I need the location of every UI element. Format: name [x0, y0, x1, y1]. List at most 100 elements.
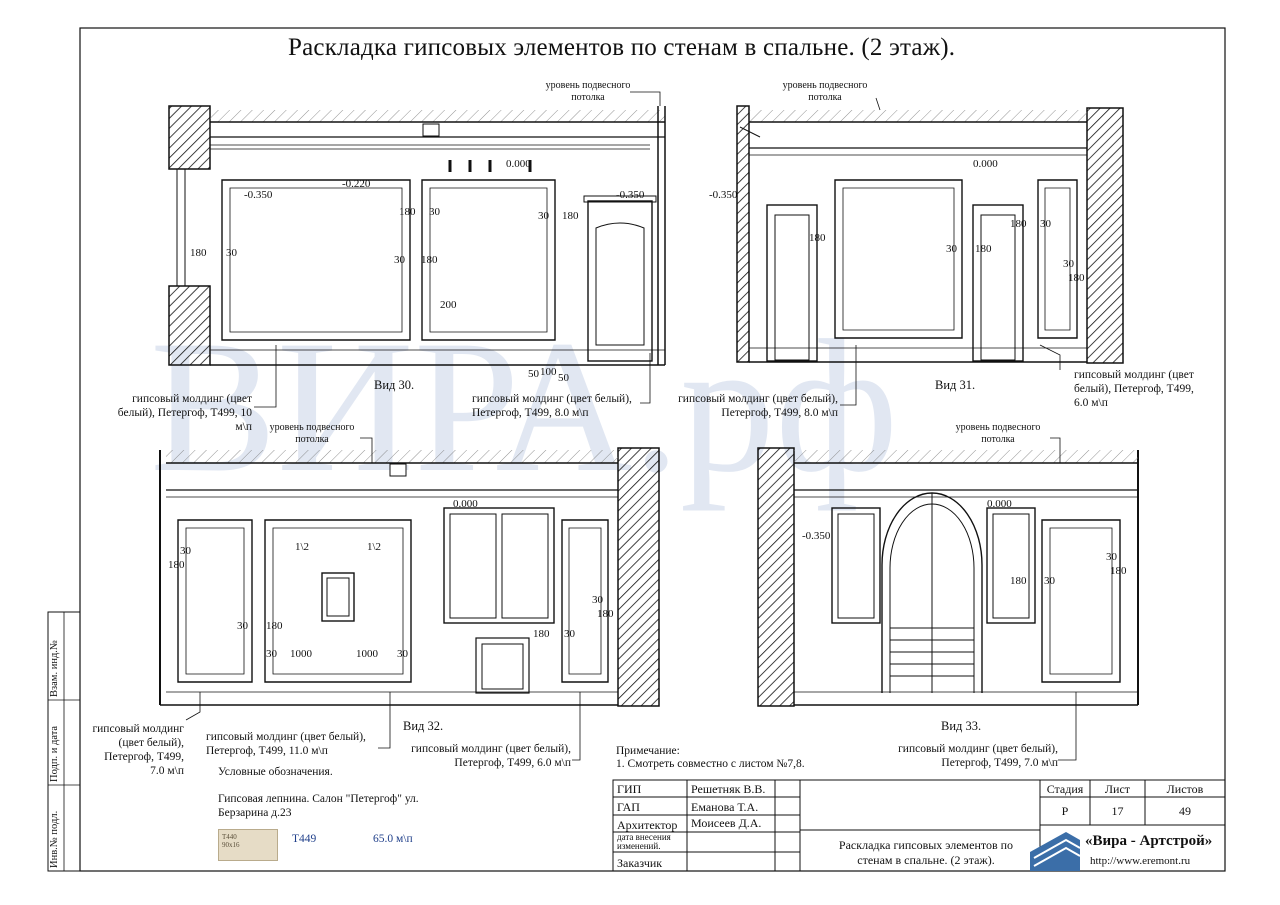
dim-label: 180	[597, 608, 614, 620]
dim-label: 1000	[290, 648, 312, 660]
dim-label: 180	[421, 254, 438, 266]
dim-label: 30	[538, 210, 549, 222]
legend-item-qty: 65.0 м\п	[373, 833, 413, 845]
note-heading: Примечание:	[616, 745, 680, 757]
dim-label: 180	[190, 247, 207, 259]
tb-caption: Раскладка гипсовых элементов по стенам в…	[838, 838, 1014, 867]
tb-role: ГИП	[617, 782, 642, 796]
tb-name: Решетняк В.В.	[691, 782, 766, 796]
level-mark: 0.000	[506, 158, 531, 170]
dim-label: 30	[397, 648, 408, 660]
dim-label: 30	[429, 206, 440, 218]
dim-label: 50	[558, 372, 569, 384]
dim-label: 180	[168, 559, 185, 571]
dim-label: 180	[809, 232, 826, 244]
dim-label: 30	[1063, 258, 1074, 270]
dim-label: 180	[533, 628, 550, 640]
level-mark: 0.000	[973, 158, 998, 170]
dim-label: 180	[399, 206, 416, 218]
view-label-31: Вид 31.	[935, 378, 976, 392]
ceiling-label-view30: уровень подвесного потолка	[545, 80, 631, 103]
view-label-30: Вид 30.	[374, 378, 415, 392]
callout-view32-center: гипсовый молдинг (цвет белый), Петергоф,…	[206, 731, 366, 757]
side-stamp-sign-date: Подп. и дата	[49, 725, 60, 782]
view-31-drawing	[736, 105, 1124, 364]
dim-label: 50	[528, 368, 539, 380]
view-32-drawing	[159, 447, 660, 707]
company-url: http://www.eremont.ru	[1090, 855, 1191, 867]
note-text: 1. Смотреть совместно с листом №7,8.	[616, 758, 805, 770]
legend-heading: Условные обозначения.	[218, 766, 333, 778]
side-stamp-replace: Взам. инд.№	[49, 640, 60, 697]
dim-label: 30	[237, 620, 248, 632]
dim-label: 100	[540, 366, 557, 378]
dim-label: 200	[440, 299, 457, 311]
dim-label: 180	[1010, 218, 1027, 230]
level-mark: -0.350	[244, 189, 273, 201]
ceiling-label-view32: уровень подвесного потолка	[269, 422, 355, 445]
level-mark: 0.000	[453, 498, 478, 510]
level-mark: -0.350	[709, 189, 738, 201]
legend-source: Гипсовая лепнина. Салон "Петергоф" ул. Б…	[218, 793, 419, 819]
side-stamp-inventory: Инв.№ подл.	[49, 810, 60, 868]
tb-sheet-header: Лист	[1104, 782, 1131, 796]
callout-view30-right: гипсовый молдинг (цвет белый), Петергоф,…	[472, 393, 632, 419]
level-mark: -0.350	[802, 530, 831, 542]
dim-label: 180	[1068, 272, 1085, 284]
title-block-frame	[612, 779, 1226, 872]
dim-label: 30	[1040, 218, 1051, 230]
company-name: «Вира - Артстрой»	[1085, 833, 1213, 849]
view-30-drawing	[168, 105, 666, 366]
leader-lines	[185, 91, 1077, 761]
ceiling-label-view33: уровень подвесного потолка	[955, 422, 1041, 445]
view-label-32: Вид 32.	[403, 719, 444, 733]
callout-view31-right: гипсовый молдинг (цвет белый), Петергоф,…	[1074, 369, 1194, 409]
dim-label: 30	[592, 594, 603, 606]
company-logo	[1030, 832, 1081, 871]
page-title: Раскладка гипсовых элементов по стенам в…	[288, 34, 956, 61]
level-mark: -0.350	[616, 189, 645, 201]
dim-label: 30	[266, 648, 277, 660]
molding-swatch: Т440 90x16	[218, 829, 278, 861]
dim-label: 30	[1044, 575, 1055, 587]
tb-sheets-header: Листов	[1166, 782, 1204, 796]
tb-sheet: 17	[1111, 804, 1124, 818]
callout-view31-left: гипсовый молдинг (цвет белый), Петергоф,…	[678, 393, 838, 419]
dim-label: 30	[180, 545, 191, 557]
dim-label: 30	[226, 247, 237, 259]
dim-label: 30	[564, 628, 575, 640]
level-mark: -0.220	[342, 178, 371, 190]
tb-role: дата внесения изменений.	[617, 832, 671, 851]
ceiling-label-view31: уровень подвесного потолка	[782, 80, 868, 103]
dim-label: 1000	[356, 648, 378, 660]
level-mark: 0.000	[987, 498, 1012, 510]
tb-name: Моисеев Д.А.	[691, 816, 762, 830]
view-label-33: Вид 33.	[941, 719, 982, 733]
dim-label: 30	[394, 254, 405, 266]
tb-stage-header: Стадия	[1046, 782, 1084, 796]
tb-role: Заказчик	[617, 856, 663, 870]
view-33-drawing	[757, 447, 1139, 707]
dim-label: 180	[266, 620, 283, 632]
callout-view32-left: гипсовый молдинг (цвет белый), Петергоф,…	[92, 723, 184, 777]
tb-role: Архитектор	[617, 818, 678, 832]
callout-view33: гипсовый молдинг (цвет белый), Петергоф,…	[898, 743, 1058, 769]
dim-label: 180	[1010, 575, 1027, 587]
swatch-caption: Т440 90x16	[222, 833, 240, 849]
dim-label: 180	[975, 243, 992, 255]
tb-role: ГАП	[617, 800, 640, 814]
dim-label: 30	[946, 243, 957, 255]
dim-label: 1\2	[367, 541, 382, 553]
dim-label: 180	[1110, 565, 1127, 577]
dim-label: 180	[562, 210, 579, 222]
legend-item-code: Т449	[292, 833, 317, 845]
callout-view32-right: гипсовый молдинг (цвет белый), Петергоф,…	[411, 743, 571, 769]
callout-view30-left: гипсовый молдинг (цвет белый), Петергоф,…	[117, 393, 252, 433]
tb-name: Еманова Т.А.	[691, 800, 759, 814]
dim-label: 1\2	[295, 541, 310, 553]
tb-sheets: 49	[1179, 804, 1191, 818]
dim-label: 30	[1106, 551, 1117, 563]
tb-stage: Р	[1061, 804, 1069, 818]
